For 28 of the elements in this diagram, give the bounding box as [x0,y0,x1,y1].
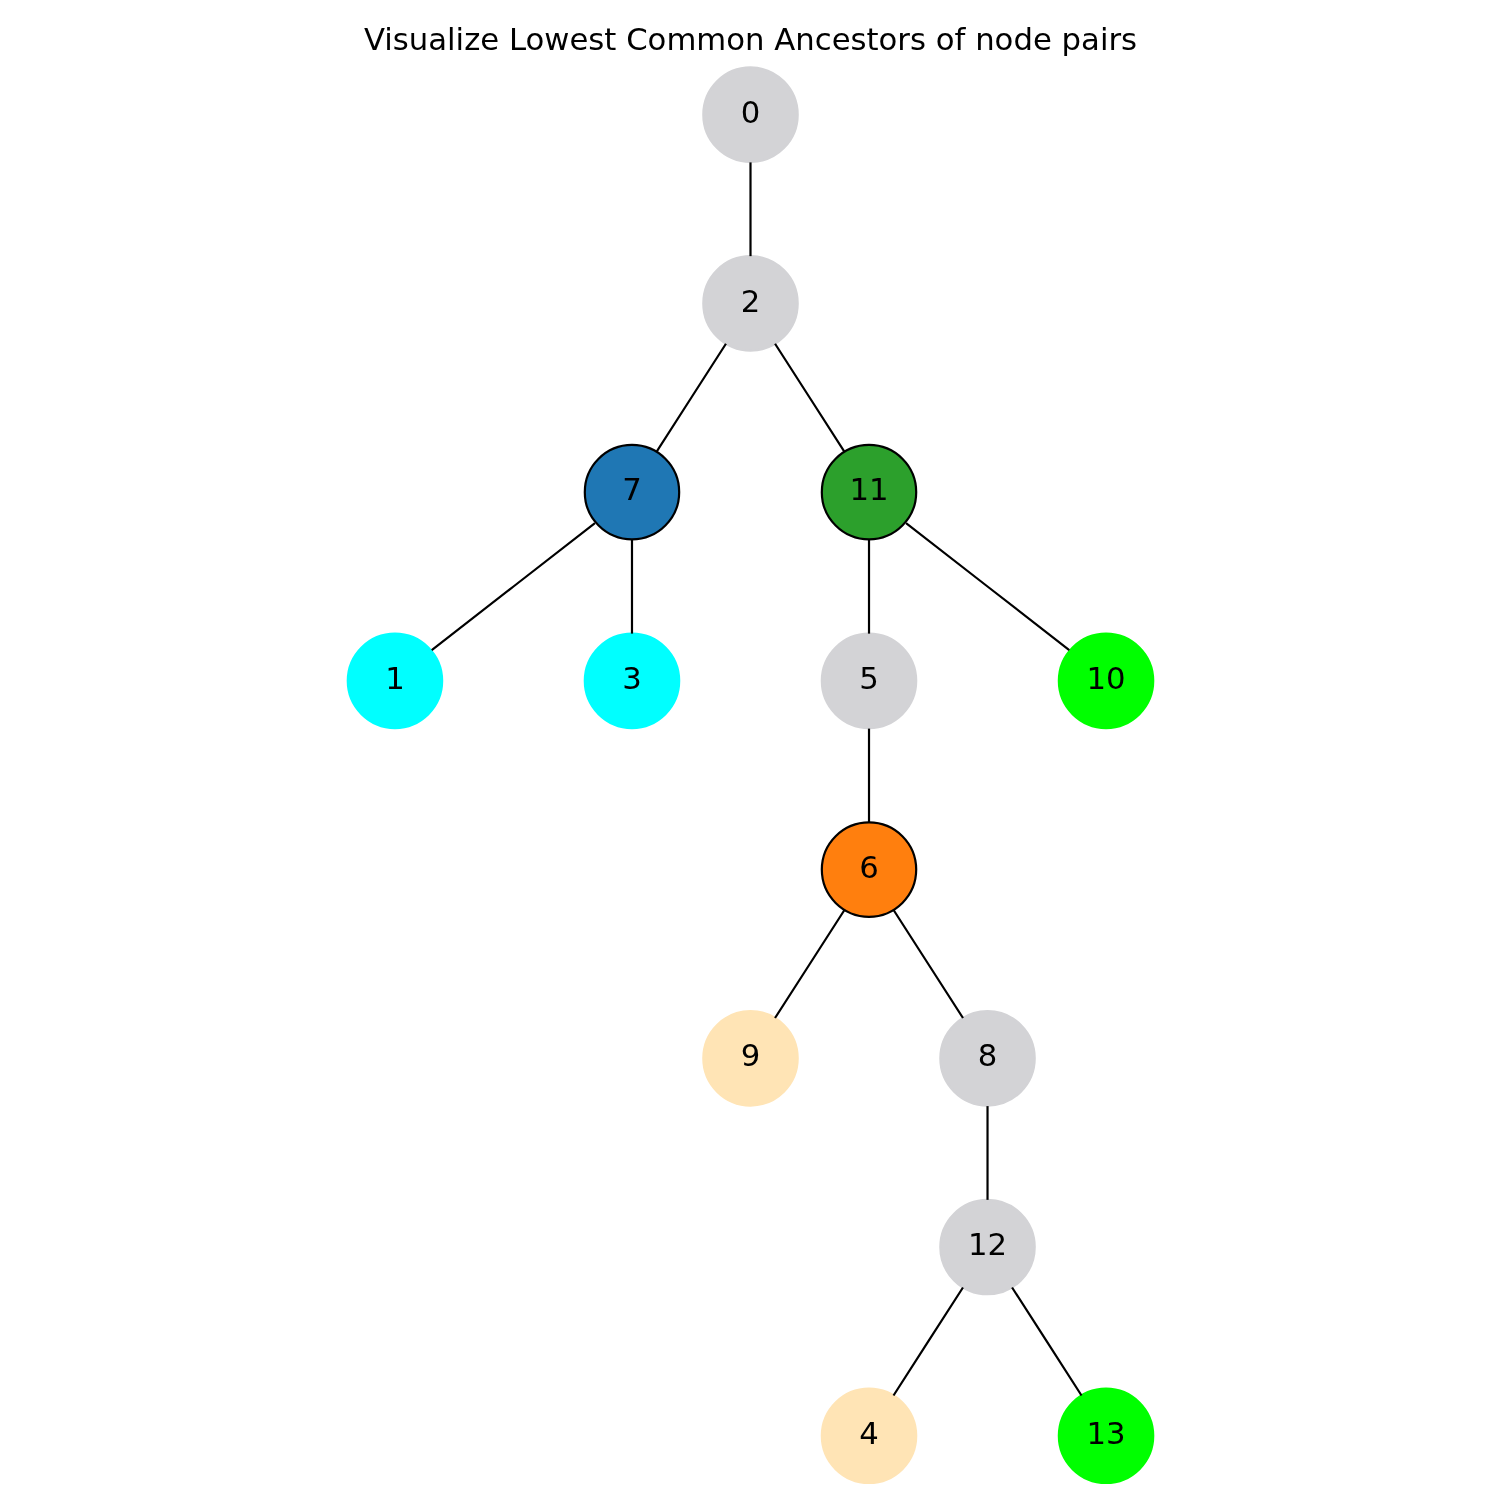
connector [867,539,870,634]
node-circle: 7 [583,443,680,541]
connector [430,522,596,651]
node-circle: 13 [1057,1387,1154,1485]
node-circle: 5 [820,632,917,730]
connector [904,522,1070,651]
node-circle: 12 [938,1198,1036,1296]
connector [748,162,752,257]
node-circle: 9 [701,1010,799,1107]
connector [867,728,870,823]
diagram-title: Visualize Lowest Common Ancestors of node pairs [363,21,1137,58]
node-circle: 6 [820,821,917,918]
connector [773,343,845,453]
node-circle: 3 [583,632,680,730]
node-circle: 10 [1057,632,1154,730]
connector [630,539,633,634]
node-circle: 11 [820,443,917,541]
node-circle: 1 [346,632,443,730]
connector [773,909,845,1019]
connector [985,1106,989,1200]
connector [1010,1286,1082,1397]
node-circle: 8 [938,1010,1036,1107]
node-circle: 2 [701,255,799,352]
node-circle: 0 [701,66,799,163]
connector [892,909,964,1019]
connector [655,343,727,453]
connector [892,1286,964,1397]
node-circle: 4 [820,1387,917,1485]
